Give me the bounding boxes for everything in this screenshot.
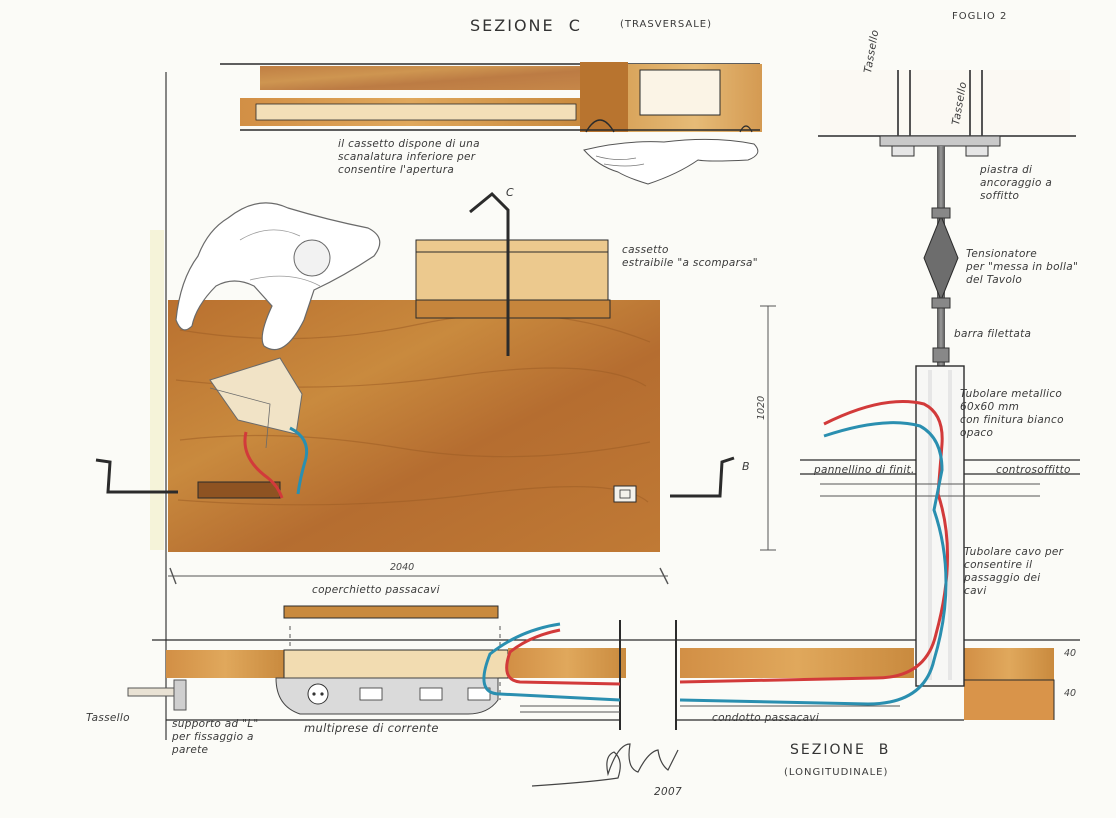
note-dowel-left: Tassello: [86, 712, 130, 724]
power-strip: [275, 677, 499, 715]
section-b-cut-marker-left: [95, 458, 178, 494]
marker-b: B: [742, 460, 750, 473]
margin-wash: [150, 230, 164, 550]
section-c-subtitle: (TRASVERSALE): [620, 19, 713, 30]
section-b-subtitle: (LONGITUDINALE): [784, 767, 889, 778]
section-c-drawer: [220, 62, 762, 133]
dimension-lines: [168, 305, 776, 585]
dimension-h2: 40: [1064, 688, 1077, 699]
ceiling-anchor-detail: [818, 70, 1076, 157]
note-drawer-groove: il cassetto dispone di una scanalatura i…: [338, 138, 480, 176]
threaded-rod-and-tensioner: [923, 146, 959, 366]
dimension-depth: 1020: [756, 395, 767, 420]
note-drywall-panel: pannellino di finit.: [814, 464, 915, 476]
dimension-width: 2040: [390, 562, 415, 573]
note-cable-duct: condotto passacavi: [712, 712, 820, 724]
marker-c: C: [506, 186, 514, 199]
note-false-ceiling: controsoffitto: [996, 464, 1071, 476]
note-drawer-extractable: cassetto estraibile "a scomparsa": [622, 244, 758, 269]
l-bracket-support: [127, 679, 187, 711]
cable-cover-piece: [283, 605, 501, 700]
sheet-label: FOGLIO 2: [952, 11, 1008, 22]
cable-duct: [520, 705, 900, 713]
table-top-plan: [168, 300, 660, 552]
section-b-title: SEZIONE B: [790, 742, 891, 758]
note-cable-cover: coperchietto passacavi: [312, 584, 440, 596]
hand-sketch-c: [583, 138, 759, 185]
note-tensioner: Tensionatore per "messa in bolla" del Ta…: [966, 248, 1079, 286]
note-steel-tube: Tubolare metallico 60x60 mm con finitura…: [960, 388, 1064, 439]
drawer-extractable: [415, 239, 611, 319]
note-threaded-bar: barra filettata: [954, 328, 1032, 340]
note-power-strip: multiprese di corrente: [304, 721, 439, 735]
section-c-title: SEZIONE C: [470, 16, 582, 35]
section-b-tabletop: [152, 620, 1080, 730]
person-sketch: [175, 202, 381, 499]
signature-year: 2007: [654, 786, 682, 798]
section-c-cut-marker: [469, 191, 510, 356]
power-cables: [482, 400, 950, 706]
dimension-h1: 40: [1064, 648, 1077, 659]
section-b-cut-marker-right: [670, 456, 735, 498]
signature: [531, 743, 679, 787]
note-l-bracket: supporto ad "L" per fissaggio a parete: [172, 718, 259, 756]
note-hollow-tube: Tubolare cavo per consentire il passaggi…: [964, 546, 1064, 597]
note-anchor-plate: piastra di ancoraggio a soffitto: [980, 164, 1053, 202]
